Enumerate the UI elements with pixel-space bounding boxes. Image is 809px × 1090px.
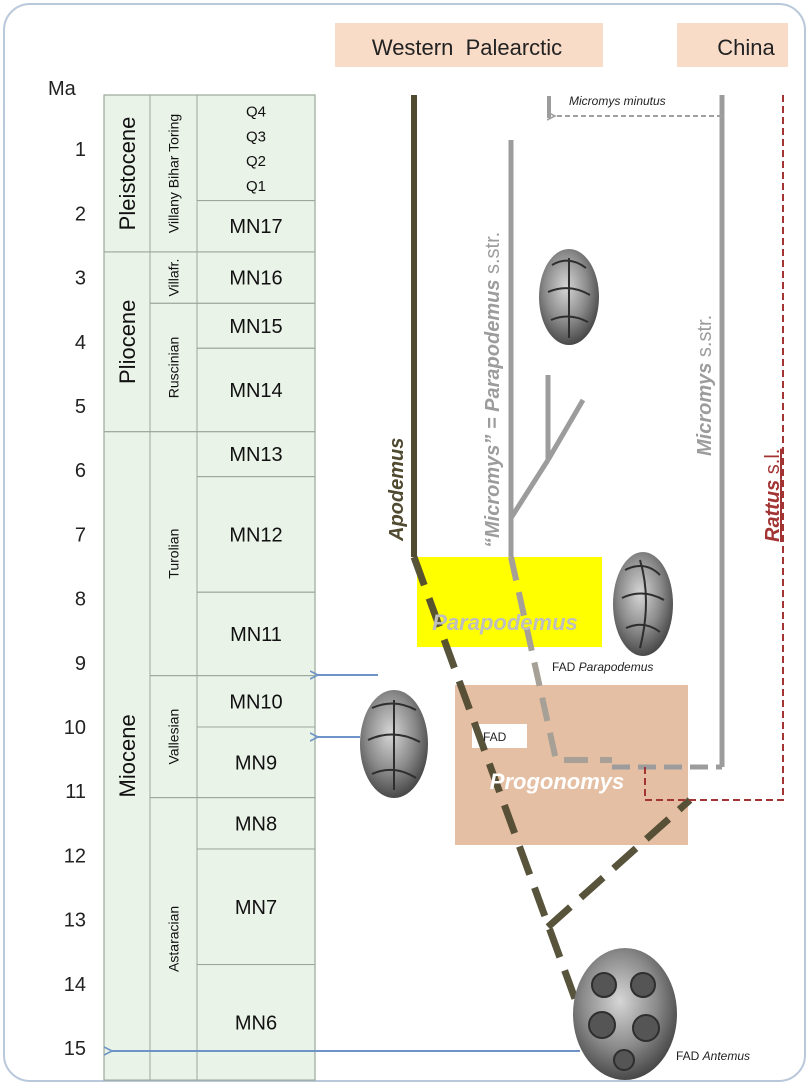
rattus-lineage	[644, 95, 784, 801]
zone-label-q3: Q3	[246, 128, 266, 145]
zone-label-mn13: MN13	[229, 444, 282, 466]
parapodemus-name-part: Parapodemus	[482, 280, 504, 412]
parapodemus-lineage-label: “Micromys” = Parapodemus s.str.	[482, 232, 504, 548]
parapodemus-branch-3	[545, 398, 586, 462]
fad-parapodemus-label: FAD Parapodemus	[552, 660, 653, 674]
axis-unit-label: Ma	[48, 78, 77, 100]
axis-tick-10: 10	[64, 717, 86, 739]
micromys-minutus-label: Micromys minutus	[569, 94, 666, 108]
fad-antemus-label: FAD Antemus	[676, 1049, 750, 1063]
axis-tick-8: 8	[75, 589, 86, 611]
axis-tick-14: 14	[64, 974, 86, 996]
zone-label-mn6: MN6	[235, 1012, 277, 1034]
stage-label-3: Turolian	[166, 529, 182, 579]
stage-label-2: Ruscinian	[166, 337, 182, 398]
epoch-label-pliocene: Pliocene	[115, 300, 140, 384]
zone-label-mn9: MN9	[235, 752, 277, 774]
micromys-lineage-label: Micromys s.str.	[694, 315, 716, 456]
axis-tick-4: 4	[75, 332, 86, 354]
micromys-quote-part: “Micromys” =	[482, 412, 504, 548]
stage-label-0: Villany Bihar Toring	[166, 114, 182, 233]
apodemus-label: Apodemus	[386, 438, 408, 542]
axis-tick-7: 7	[75, 524, 86, 546]
epoch-label-miocene: Miocene	[115, 714, 140, 797]
axis-tick-5: 5	[75, 396, 86, 418]
zone-label-mn10: MN10	[229, 691, 282, 713]
axis-tick-1: 1	[75, 139, 86, 161]
rattus-lineage-label: Rattus s.l.	[762, 449, 784, 542]
zone-label-q2: Q2	[246, 153, 266, 170]
tooth-image-antemus	[573, 948, 677, 1080]
zone-label-mn7: MN7	[235, 897, 277, 919]
zone-label-mn12: MN12	[229, 524, 282, 546]
zone-label-q1: Q1	[246, 178, 266, 195]
axis-tick-3: 3	[75, 268, 86, 290]
axis-tick-2: 2	[75, 203, 86, 225]
parapodemus-branch-1	[508, 458, 551, 520]
lineages	[112, 95, 784, 1051]
sstr-part: s.str.	[482, 232, 504, 280]
zone-label-mn11: MN11	[230, 624, 282, 646]
zone-label-mn16: MN16	[229, 268, 282, 290]
zone-label-q4: Q4	[246, 103, 266, 120]
parapodemus-box-label: Parapodemus	[432, 610, 578, 635]
progonomys-box-label: Progonomys	[490, 769, 624, 794]
zone-cell-12	[196, 964, 316, 1081]
apodemus-progonomys-link	[545, 797, 693, 930]
axis-tick-15: 15	[64, 1038, 86, 1060]
column-background	[103, 94, 316, 1081]
stage-label-1: Villafr.	[166, 259, 182, 297]
western-palearctic-header: Western Palearctic	[372, 35, 562, 60]
zone-label-mn14: MN14	[229, 380, 282, 402]
tooth-image-parapodemus	[613, 552, 673, 656]
tooth-image-progonomys	[360, 690, 428, 798]
parapodemus-yellow-box	[417, 557, 602, 647]
epoch-label-pleistocene: Pleistocene	[115, 117, 140, 231]
stage-label-5: Astaracian	[166, 906, 182, 972]
zone-label-mn15: MN15	[229, 316, 282, 338]
zone-label-mn17: MN17	[229, 216, 282, 238]
tooth-image-parapodemus-lineage	[539, 249, 599, 345]
western-palearctic-band	[335, 23, 603, 67]
axis-tick-11: 11	[65, 781, 86, 803]
axis-tick-13: 13	[64, 910, 86, 932]
china-band	[677, 23, 788, 67]
china-header: China	[717, 35, 775, 60]
zone-label-mn8: MN8	[235, 813, 277, 835]
axis-tick-6: 6	[75, 460, 86, 482]
fad-label: FAD	[483, 730, 507, 744]
axis-tick-9: 9	[75, 653, 86, 675]
axis-tick-12: 12	[64, 845, 86, 867]
stage-label-4: Vallesian	[166, 709, 182, 765]
